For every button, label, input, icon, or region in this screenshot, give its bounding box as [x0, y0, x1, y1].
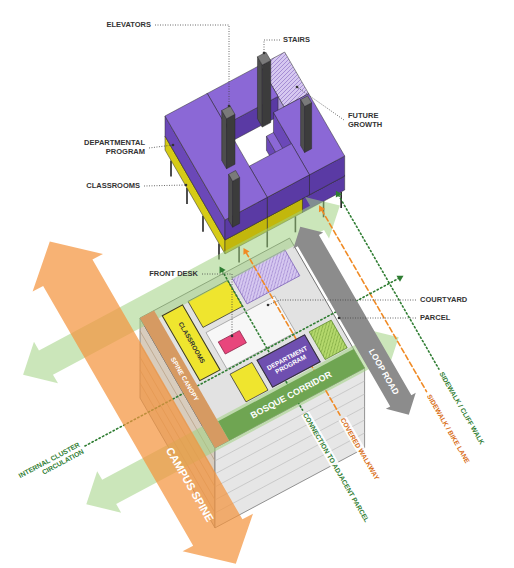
stair-core — [301, 96, 312, 153]
arrowhead — [396, 273, 405, 282]
leader-dot — [185, 184, 188, 187]
volume-face — [305, 103, 312, 153]
stair-core — [257, 52, 270, 127]
leader-dot — [267, 304, 270, 307]
stair-core — [229, 171, 240, 228]
path-label: INTERNAL CLUSTER CIRCULATION — [7, 441, 85, 492]
callout-label: FRONT DESK — [149, 270, 198, 279]
leader-line — [149, 145, 173, 148]
leader-dot — [338, 317, 341, 320]
path-label: SIDEWALK / BIKE LANE — [425, 393, 481, 480]
leader-line — [202, 274, 232, 336]
volume-roof — [301, 96, 312, 107]
leader-line — [155, 25, 229, 106]
column — [170, 160, 172, 176]
leader-line — [268, 300, 416, 305]
circulation-line — [338, 195, 439, 369]
callout-label: STAIRS — [283, 36, 310, 45]
callout-label: FUTURE GROWTH — [348, 112, 404, 129]
volume-face — [227, 114, 235, 169]
leader-dot — [172, 144, 175, 147]
leader-dot — [296, 86, 299, 89]
arrowhead — [240, 246, 249, 254]
arrowhead — [217, 265, 226, 273]
leader-line — [144, 185, 186, 186]
callout-label: ELEVATORS — [106, 21, 151, 30]
arrow-body — [15, 223, 271, 568]
leader-dot — [231, 335, 234, 338]
callout-label: CLASSROOMS — [86, 182, 140, 191]
column — [186, 188, 188, 204]
volume-face — [233, 177, 240, 227]
column — [202, 216, 204, 232]
volume-roof — [229, 171, 240, 182]
department-volume — [165, 93, 267, 239]
volume-roof — [222, 106, 235, 119]
arrowhead — [333, 189, 342, 197]
volume-face — [229, 174, 233, 227]
volume-face — [262, 61, 270, 128]
volume-roof — [165, 93, 267, 219]
volume-face — [222, 110, 227, 168]
volume-face — [257, 57, 262, 127]
leader-line — [264, 40, 280, 53]
arrowhead — [316, 204, 325, 212]
callout-label: COURTYARD — [420, 296, 467, 305]
arrow-body — [285, 219, 423, 423]
volume-face — [301, 100, 305, 153]
leader-line — [297, 87, 344, 120]
elevator-core — [222, 106, 235, 169]
callout-label: PARCEL — [420, 314, 450, 323]
leader-dot — [228, 105, 231, 108]
leader-line — [339, 318, 416, 319]
callout-label: DEPARTMENTAL PROGRAM — [73, 139, 145, 156]
volume-roof — [257, 52, 270, 65]
leader-dot — [263, 52, 266, 55]
